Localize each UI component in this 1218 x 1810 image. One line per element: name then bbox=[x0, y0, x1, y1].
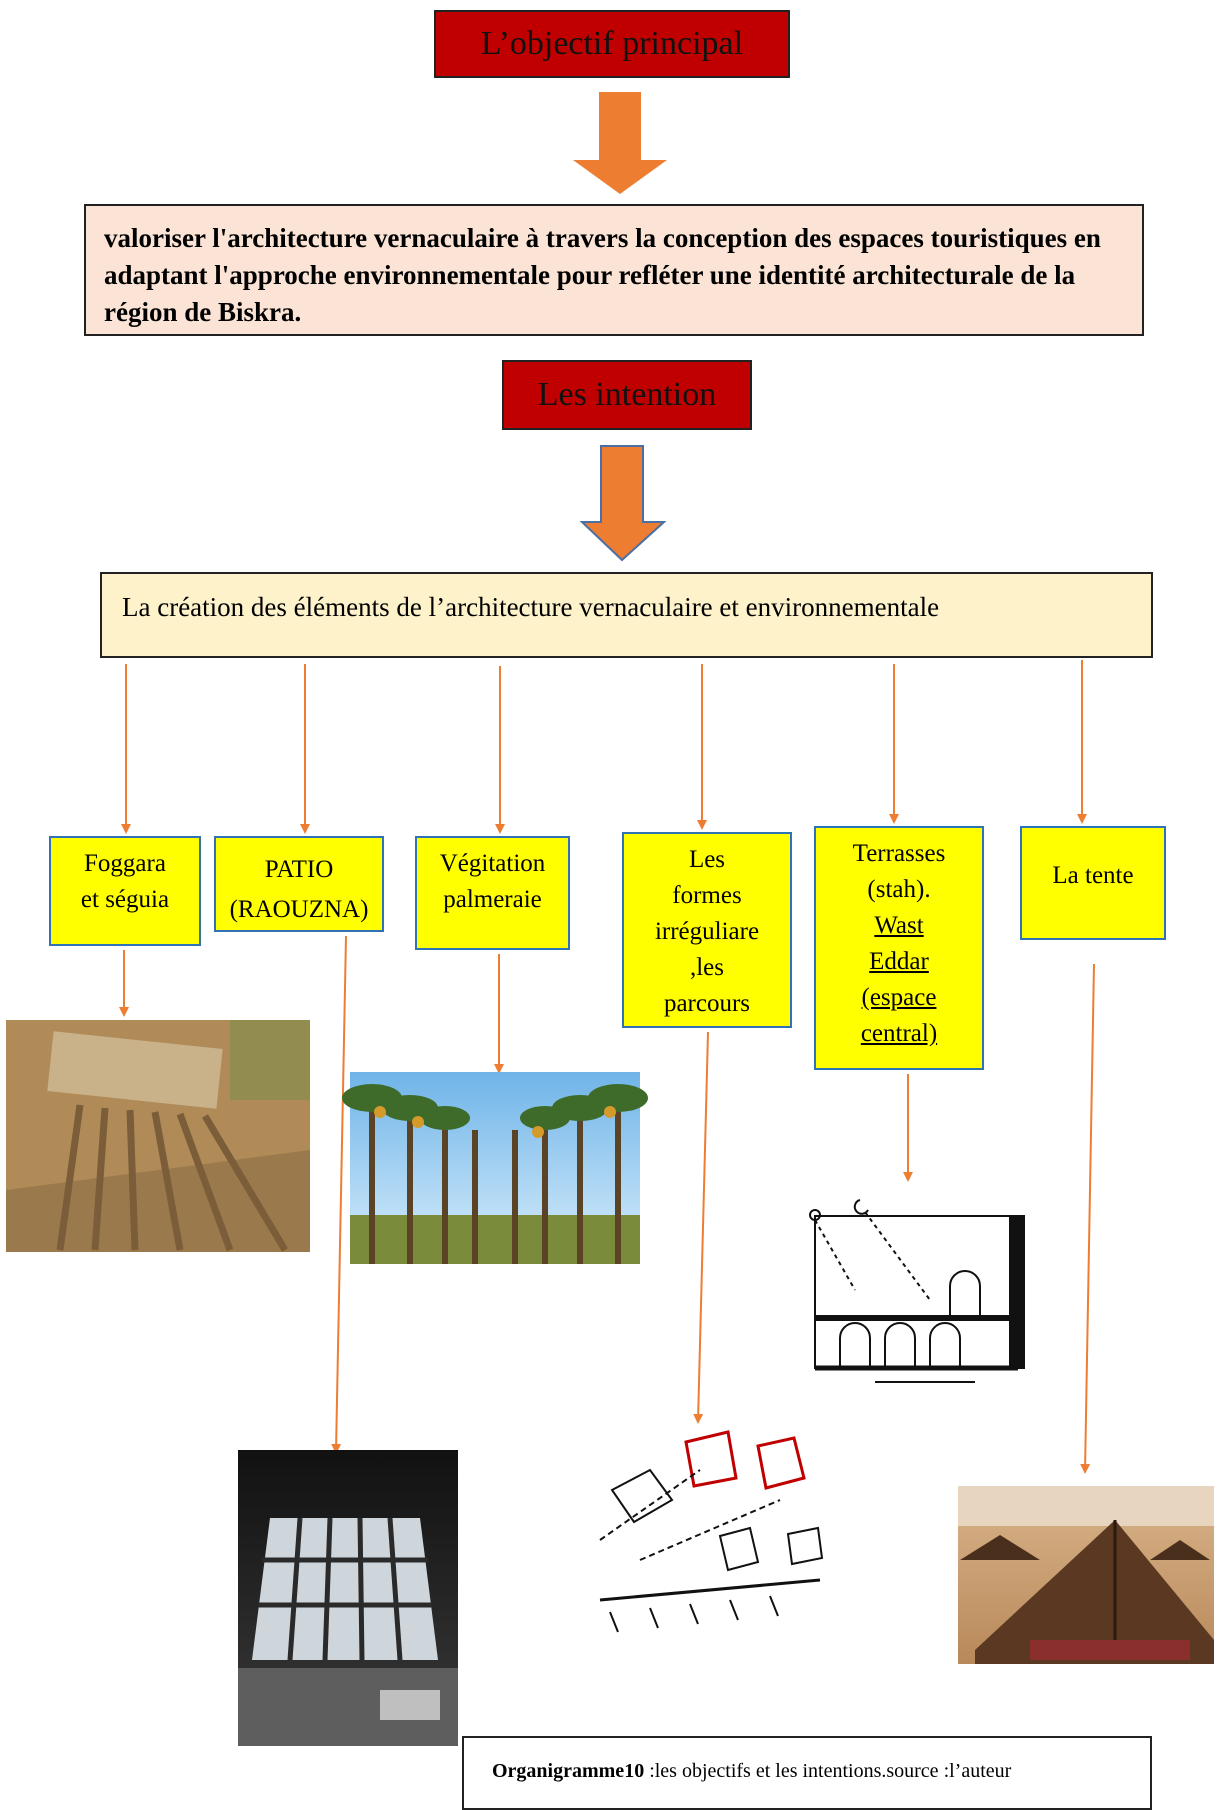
down-arrow-1 bbox=[573, 92, 667, 194]
desert-tents-photo bbox=[958, 1486, 1214, 1664]
element-line: formes bbox=[672, 882, 742, 909]
objective-text: valoriser l'architecture vernaculaire à … bbox=[104, 223, 1101, 327]
element-box-vegetation: Végitation palmeraie bbox=[415, 836, 570, 950]
element-line: Foggara bbox=[84, 850, 166, 877]
element-line: ,les bbox=[689, 954, 725, 981]
element-line: Eddar bbox=[869, 948, 929, 975]
element-box-foggara: Foggara et séguia bbox=[49, 836, 201, 946]
element-line: PATIO bbox=[264, 856, 334, 883]
down-arrow-2 bbox=[579, 445, 667, 562]
house-section-drawing bbox=[771, 1185, 1039, 1391]
palm-grove-photo bbox=[342, 1072, 648, 1264]
element-line: Terrasses bbox=[852, 840, 946, 867]
element-line: (stah). bbox=[867, 876, 931, 903]
element-box-tente: La tente bbox=[1020, 826, 1166, 940]
element-box-forms: Les formes irréguliare ,les parcours bbox=[622, 832, 792, 1028]
element-line: (RAOUZNA) bbox=[229, 896, 369, 923]
connector-arrow bbox=[1080, 963, 1095, 1474]
element-box-patio: PATIO (RAOUZNA) bbox=[214, 836, 384, 932]
caption-label: Organigramme10 bbox=[492, 1760, 645, 1782]
element-line: Les bbox=[688, 846, 726, 873]
element-line: palmeraie bbox=[443, 886, 542, 913]
caption-text: :les objectifs et les intentions.source … bbox=[644, 1760, 1012, 1782]
creation-text: La création des éléments de l’architectu… bbox=[122, 592, 940, 622]
element-line: irréguliare bbox=[654, 918, 760, 945]
connector-arrow bbox=[693, 1031, 709, 1424]
element-line: La tente bbox=[1052, 862, 1134, 889]
foggara-channels-photo bbox=[6, 1020, 310, 1252]
objective-title-box: L’objectif principal bbox=[434, 10, 790, 78]
creation-box: La création des éléments de l’architectu… bbox=[100, 572, 1153, 658]
intention-title-box: Les intention bbox=[502, 360, 752, 430]
objective-text-box: valoriser l'architecture vernaculaire à … bbox=[84, 204, 1144, 336]
element-line: (espace bbox=[861, 984, 937, 1011]
element-box-terrasses: Terrasses (stah). Wast Eddar (espace cen… bbox=[814, 826, 984, 1070]
objective-title: L’objectif principal bbox=[480, 25, 744, 62]
element-line: Wast bbox=[874, 912, 924, 939]
element-line: parcours bbox=[663, 990, 751, 1017]
element-line: central) bbox=[860, 1020, 938, 1047]
irregular-forms-sketch bbox=[593, 1429, 825, 1635]
connector-arrow bbox=[331, 935, 347, 1454]
intention-title: Les intention bbox=[537, 376, 717, 413]
patio-skylight-photo bbox=[238, 1450, 458, 1746]
element-line: Végitation bbox=[439, 850, 546, 877]
element-line: et séguia bbox=[80, 886, 170, 913]
